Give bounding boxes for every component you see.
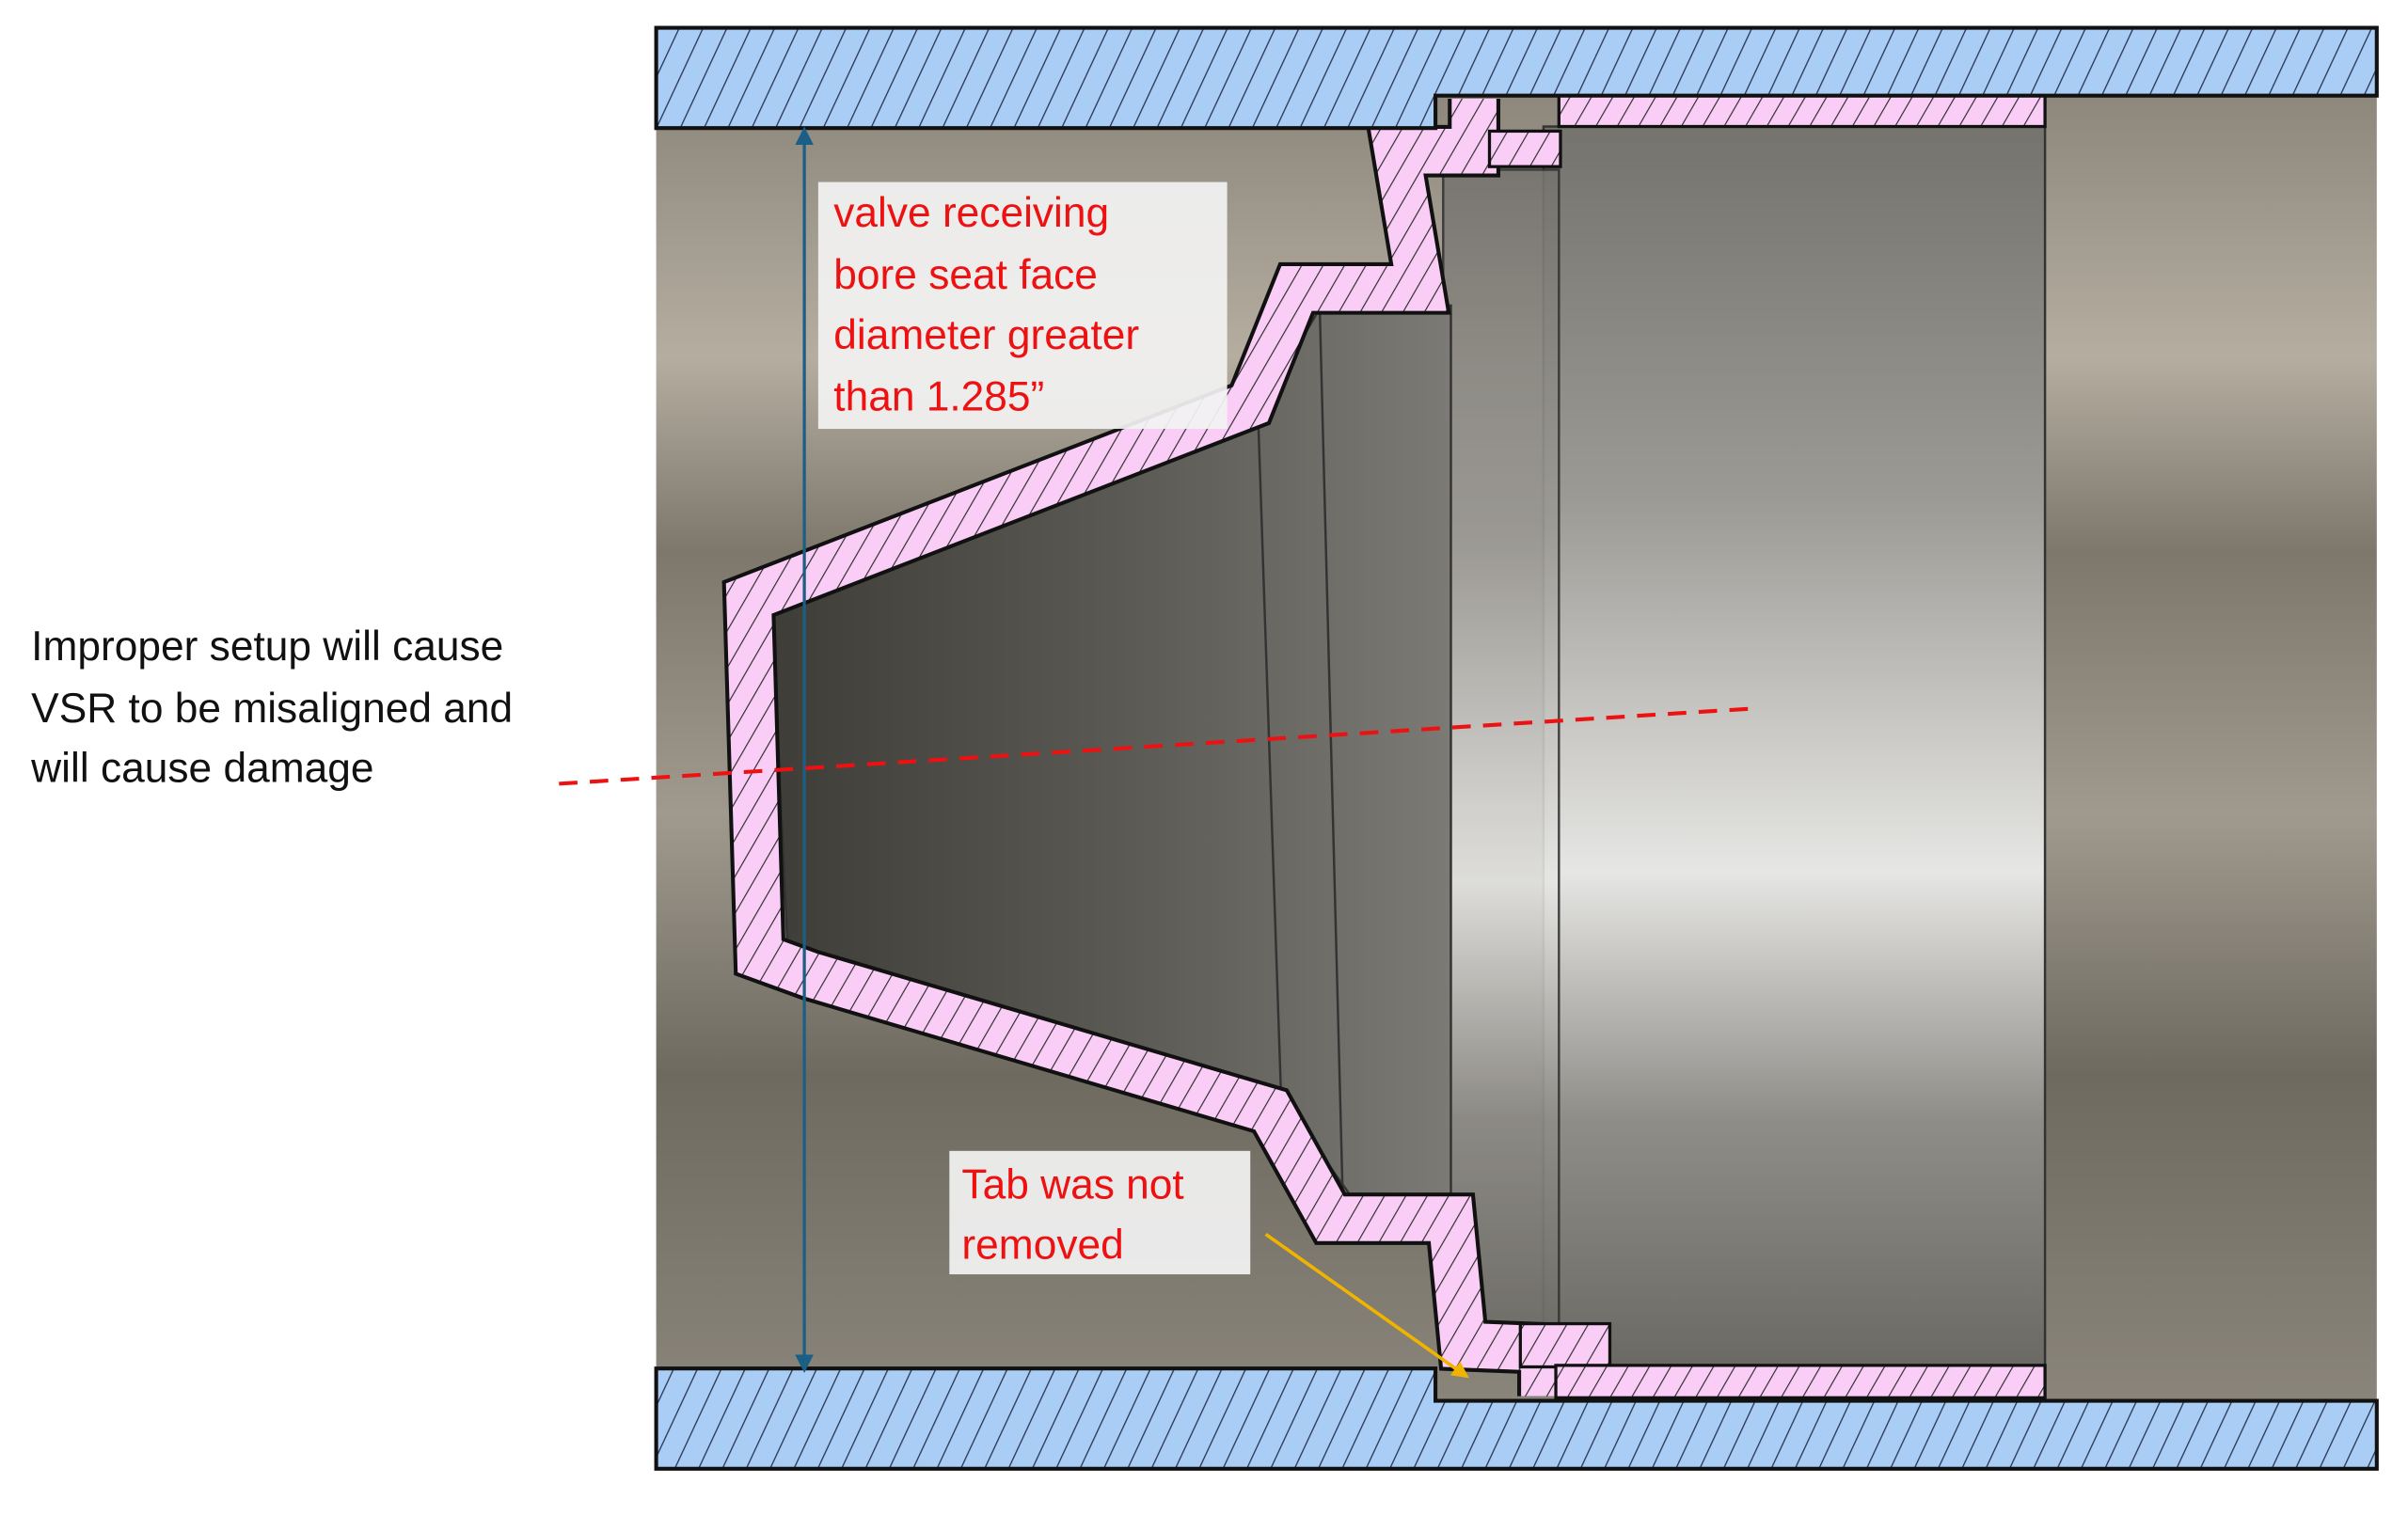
housing-wall-top [654, 25, 2379, 131]
valve-seat-section [721, 94, 2047, 1399]
misaligned-axis-line [559, 705, 1760, 786]
housing-wall-bottom [654, 1366, 2379, 1471]
tab-note: Tab was not removed [961, 1162, 1196, 1269]
bore-note-background [817, 181, 1228, 430]
tab-note-background [949, 1150, 1251, 1275]
tab-pointer-arrow [1264, 1232, 1469, 1379]
valve-cylinder-body [1542, 125, 2047, 1370]
misalignment-note: Improper setup will cause VSR to be misa… [30, 623, 524, 792]
bore-seat-note: valve receiving bore seat face diameter … [833, 190, 1150, 419]
valve-ring-band [1442, 168, 1560, 1359]
